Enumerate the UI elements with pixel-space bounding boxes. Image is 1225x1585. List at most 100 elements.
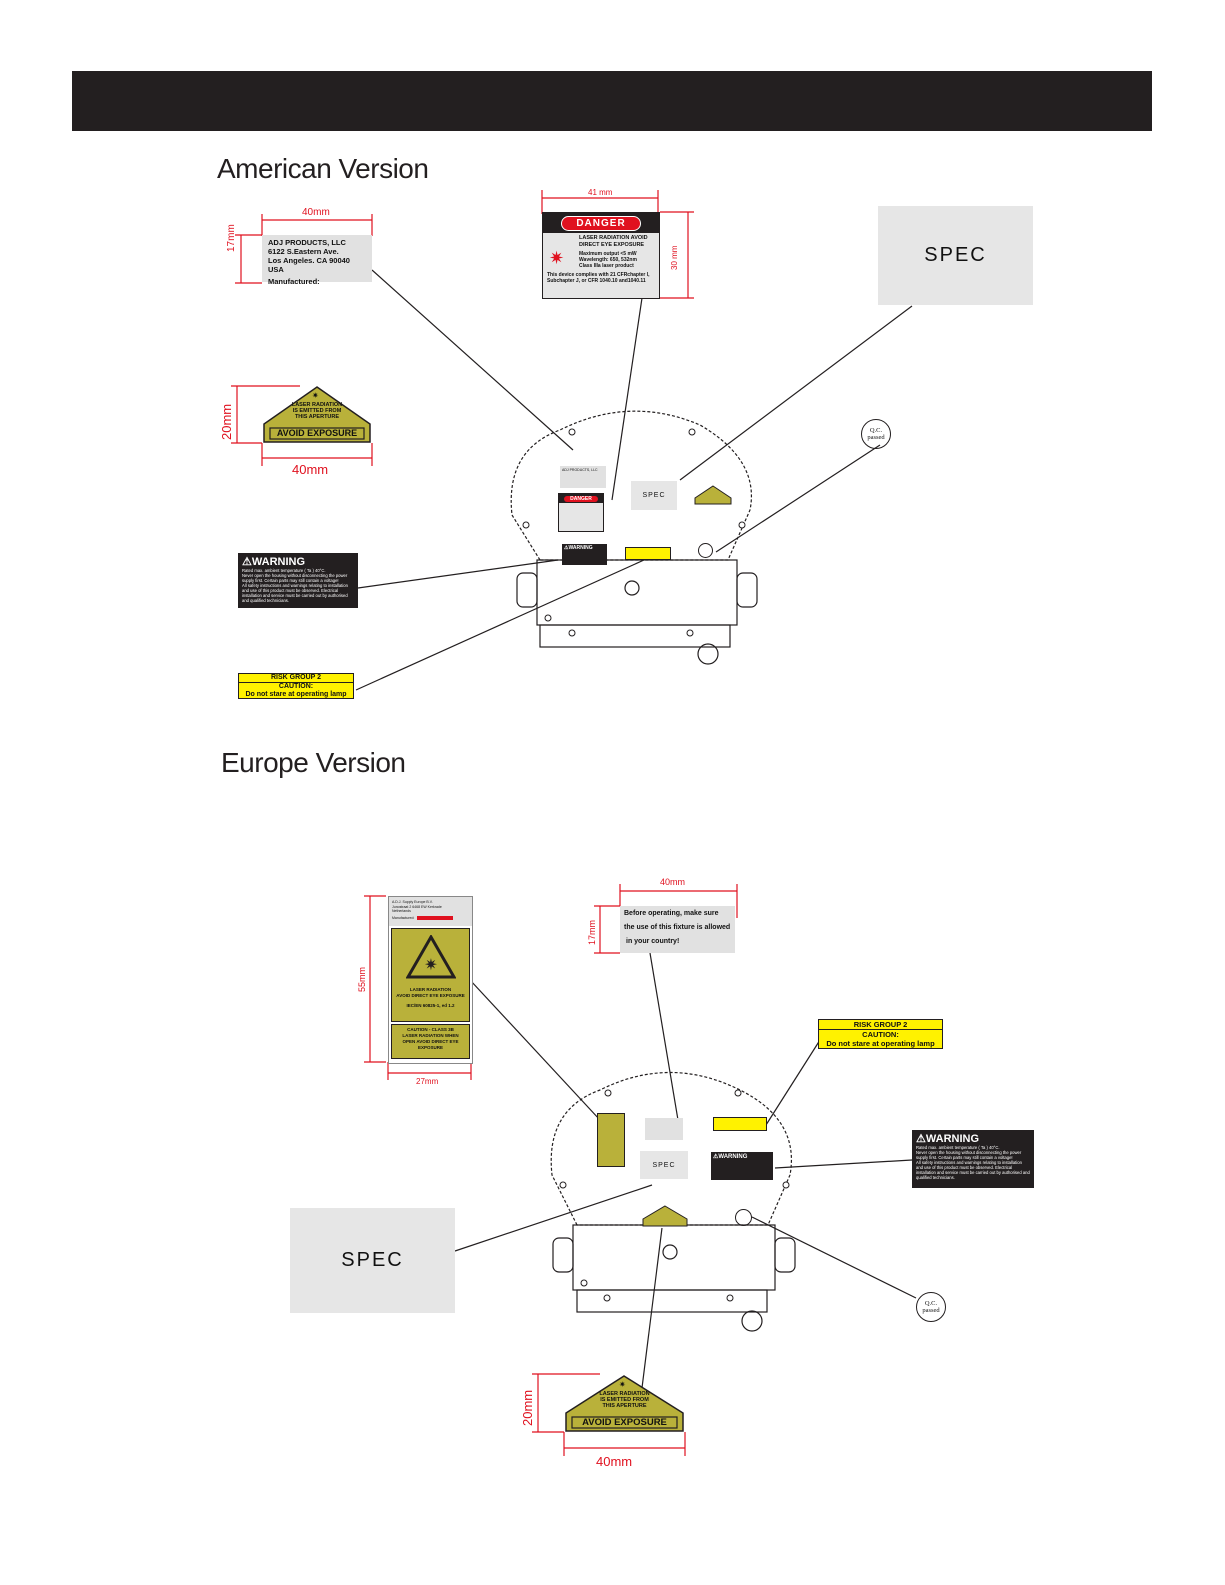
mini-qc-label [698, 543, 713, 558]
laser-warning-panel: ✷ LASER RADIATION AVOID DIRECT EYE EXPOS… [391, 928, 470, 1022]
dim-width: 40mm [596, 1454, 633, 1469]
before-line: in your country! [626, 938, 680, 945]
tri-line: THIS APERTURE [602, 1403, 647, 1409]
mini-risk-label [713, 1117, 767, 1131]
tri-line: LASER RADIATION [291, 402, 343, 408]
tri-avoid: AVOID EXPOSURE [276, 428, 358, 438]
danger-line: Maximum output <5 mW [579, 251, 637, 257]
mini-spec-label: SPEC [640, 1151, 688, 1179]
laser-starburst-icon: ✷ [549, 248, 565, 268]
risk-line: RISK GROUP 2 [239, 674, 353, 683]
warning-bullet: Rated max. ambient temperature ( Ta ) 40… [242, 568, 326, 573]
danger-line: DIRECT EYE EXPOSURE [579, 241, 645, 248]
danger-badge: DANGER [561, 215, 641, 231]
dim-width: 27mm [416, 1077, 439, 1086]
before-line: the use of this fixture is allowed [624, 924, 731, 931]
label-danger: DANGER LASER RADIATION AVOID DIRECT EYE … [542, 212, 660, 299]
tall-line: Netherlands [392, 909, 411, 913]
mini-warning-title: WARNING [718, 1154, 748, 1160]
mini-risk-label [625, 547, 671, 560]
adj-line: Los Angeles. CA 90040 USA [268, 256, 350, 274]
qc-line: Q.C. [924, 1300, 938, 1307]
adj-line: ADJ PRODUCTS, LLC [268, 238, 346, 247]
mini-adj-label: ADJ PRODUCTS, LLC [560, 466, 606, 488]
mini-laser-class-label [597, 1113, 625, 1167]
dim-height: 20mm [520, 1389, 535, 1426]
laser-starburst-icon: ✷ [312, 391, 319, 400]
dim-height: 55mm [357, 966, 367, 992]
label-before-operating: Before operating, make sure the use of t… [620, 906, 735, 953]
qc-line: passed [922, 1307, 940, 1314]
tri-line: IS EMITTED FROM [600, 1397, 649, 1403]
label-spec: SPEC [878, 206, 1033, 305]
tall-line: Junostraat 2 6468 EW Kerkrade [392, 904, 442, 909]
dim-width: 41 mm [588, 188, 613, 197]
dim-height: 17mm [226, 224, 237, 252]
warning-triangle-icon: ⚠ [713, 1154, 719, 1160]
laser-starburst-icon: ✷ [619, 1380, 626, 1389]
svg-text:✷: ✷ [424, 955, 437, 974]
risk-line: Do not stare at operating lamp [826, 1039, 935, 1048]
label-qc-passed: Q.C. passed [916, 1292, 946, 1322]
dim-width: 40mm [302, 207, 330, 218]
tall-line: AVOID DIRECT EYE EXPOSURE [396, 992, 465, 998]
warning-bullet: Never open the housing without disconnec… [242, 573, 348, 583]
risk-line: CAUTION: [862, 1030, 899, 1039]
warning-triangle-icon: ⚠ [564, 545, 569, 551]
mini-triangle-label [642, 1205, 688, 1227]
tall-line: LASER RADIATION WHEN [402, 1033, 459, 1038]
laser-hazard-icon: ✷ [406, 935, 456, 979]
mini-qc-label [735, 1209, 752, 1226]
laser-triangle-shape [263, 386, 371, 443]
tall-line: LASER RADIATION [409, 987, 452, 992]
adj-line: Manufactured: [268, 277, 320, 286]
danger-line: Class IIIa laser product [579, 263, 634, 269]
before-line: Before operating, make sure [624, 910, 719, 917]
mini-warning-label: ⚠WARNING [711, 1152, 773, 1180]
tri-line: THIS APERTURE [294, 414, 340, 420]
section-title-europe: Europe Version [221, 747, 406, 778]
adj-line: 6122 S.Eastern Ave. [268, 247, 339, 256]
mini-triangle-label [694, 485, 732, 505]
warning-triangle-icon: ⚠ [916, 1133, 926, 1145]
laser-triangle-shape [565, 1375, 684, 1432]
mini-warning-title: WARNING [568, 545, 593, 551]
label-warning: ⚠WARNING Rated max. ambient temperature … [238, 553, 358, 608]
warning-title: WARNING [251, 556, 306, 568]
label-laser-triangle: ✷ LASER RADIATION IS EMITTED FROM THIS A… [564, 1375, 685, 1432]
warning-triangle-icon: ⚠ [242, 556, 252, 568]
label-spec: SPEC [290, 1208, 455, 1313]
tall-line: OPEN AVOID DIRECT EYE [402, 1039, 459, 1044]
danger-line: LASER RADIATION AVOID [579, 235, 648, 241]
label-risk-group: RISK GROUP 2 CAUTION: Do not stare at op… [818, 1019, 943, 1049]
mini-warning-label: ⚠WARNING [562, 544, 607, 565]
risk-line: RISK GROUP 2 [819, 1020, 942, 1030]
mini-triangle-shape [642, 1205, 688, 1227]
qc-line: Q.C. [869, 427, 883, 434]
label-risk-group: RISK GROUP 2 CAUTION: Do not stare at op… [238, 673, 354, 699]
danger-line: This device complies with 21 CFRchapter … [547, 272, 650, 278]
header-bar [72, 71, 1152, 131]
tall-line: Manufactured: [392, 915, 415, 920]
mini-danger-label: DANGER [558, 493, 604, 532]
dim-width: 40mm [292, 462, 329, 477]
section-title-american: American Version [217, 153, 429, 184]
warning-bullet: Never open the housing without disconnec… [916, 1150, 1022, 1160]
warning-bullet: Rated max. ambient temperature ( Ta ) 40… [916, 1145, 1000, 1150]
mini-triangle-shape [694, 485, 732, 505]
danger-line: Wavelength: 650, 532nm [579, 257, 637, 263]
mini-before-label [645, 1118, 683, 1140]
label-laser-triangle: ✷ LASER RADIATION IS EMITTED FROM THIS A… [262, 386, 372, 443]
tall-line: CAUTION - CLASS 3B [407, 1027, 454, 1032]
mini-adj-text: ADJ PRODUCTS, LLC [562, 468, 598, 472]
risk-line: CAUTION: [278, 683, 314, 690]
dim-height: 17mm [587, 919, 597, 945]
mini-danger-badge: DANGER [564, 495, 598, 502]
dim-height: 30 mm [670, 245, 679, 270]
warning-title: WARNING [925, 1133, 980, 1145]
warning-bullet: All safety instructions and warnings rel… [242, 583, 348, 603]
label-laser-class: A.D.J. Supply Europe B.V. Junostraat 2 6… [388, 896, 473, 1064]
warning-bullet: All safety instructions and warnings rel… [916, 1160, 1030, 1180]
tall-line: A.D.J. Supply Europe B.V. [392, 900, 433, 904]
